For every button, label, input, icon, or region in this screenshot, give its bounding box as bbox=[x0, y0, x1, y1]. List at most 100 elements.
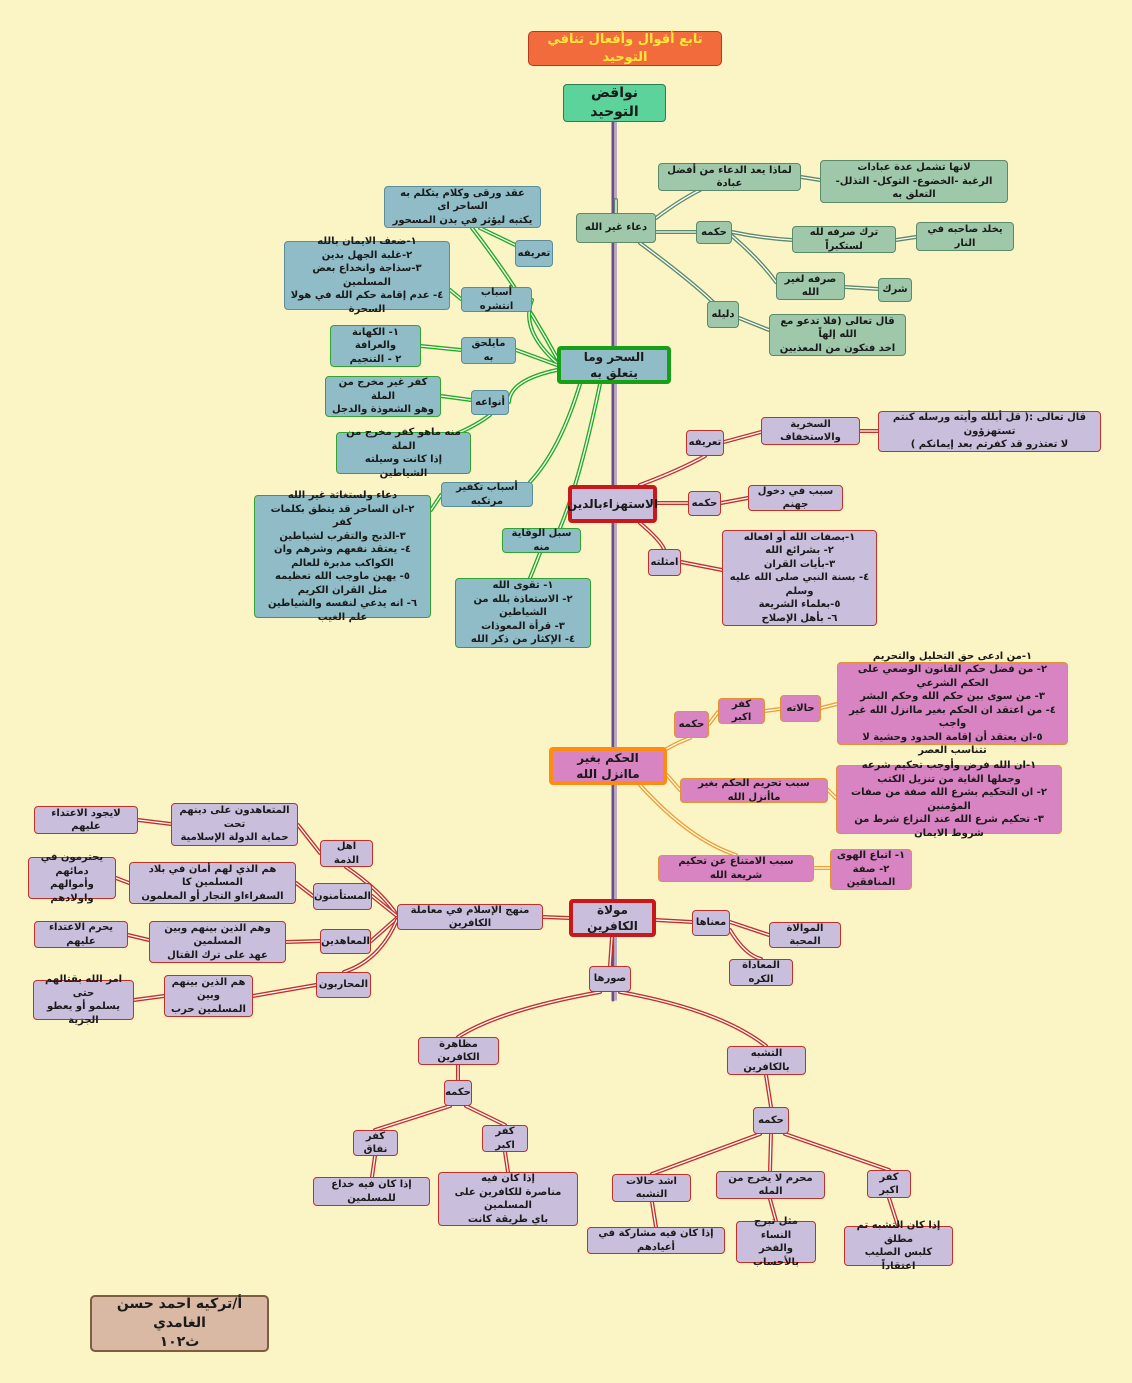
istihza-definition: تعريفه bbox=[686, 430, 724, 456]
edge-muw-ma2-inner bbox=[285, 940, 321, 943]
tashabbuh-node: التشبه بالكافرين bbox=[727, 1046, 806, 1075]
edge-sihr-prot-inner bbox=[559, 383, 601, 529]
dua-ruling-2-result: شرك bbox=[878, 278, 912, 302]
edge-dua-r1r-inner bbox=[895, 236, 917, 241]
edge-muw-tash-k2-inner bbox=[888, 1197, 899, 1227]
edge-muw-mud bbox=[456, 990, 602, 1039]
forms-node: صورها bbox=[589, 966, 631, 992]
edge-muw-mud-n2-inner bbox=[371, 1155, 376, 1178]
hukm-node: الحكم بغير ماانزل الله bbox=[549, 747, 667, 785]
hukm-prohibition-text: ١-ان الله فرض وأوجب تحكيم شرعه وجعلها ال… bbox=[836, 760, 1062, 839]
dua-node: دعاء غير الله bbox=[576, 213, 656, 243]
istihza-node: الاستهزاءبالدين bbox=[567, 485, 658, 523]
istihza-examples-text: ١-بصفات الله أو افعاله ٢- بشرائع الله ٣-… bbox=[722, 530, 877, 626]
edge-sihr-types bbox=[507, 368, 559, 404]
mudhahara-ruling: حكمه bbox=[444, 1080, 472, 1106]
hukm-cases: حالاته bbox=[780, 695, 821, 722]
hukm-prohibition: سبب تحريم الحكم بغير ماأنزل الله bbox=[680, 778, 828, 803]
edge-ist-def-inner bbox=[639, 455, 706, 486]
mudhahara-kufr: كفر اكبر bbox=[482, 1125, 528, 1152]
sihr-related-text: ١- الكهانة والعرافة ٢ - التنجيم bbox=[330, 325, 421, 367]
edge-sihr-related-inner bbox=[515, 349, 558, 366]
sihr-definition-text: عقد ورقى وكلام يتكلم به الساحر اى يكتبه … bbox=[384, 186, 541, 228]
istihza-examples: امثلته bbox=[648, 549, 681, 576]
sihr-spread: أسباب انتشره bbox=[461, 287, 532, 312]
muwalat-approach: منهج الإسلام في معاملة الكافرين bbox=[397, 904, 543, 930]
edge-hukm-kufr-inner bbox=[708, 711, 719, 725]
istihza-verse: قال تعالى :( قل أبلله وأيته ورسله كنتم ت… bbox=[878, 411, 1101, 452]
dua-evidence: دليله bbox=[707, 301, 739, 328]
muharibun-node: المحاربون bbox=[316, 972, 371, 998]
muharibun-rule: امر الله بقتالهم حتى يسلمو أو يعطو الجزي… bbox=[33, 974, 134, 1026]
sihr-type-2: منه ماهو كفر مخرج من الملة إذا كانت وسيل… bbox=[336, 427, 471, 479]
edge-muw-ha2-inner bbox=[252, 984, 317, 997]
mustaminun-rule: يحترمون في دمائهم وأموالهم واولادهم bbox=[28, 852, 116, 904]
edge-muw-mean2-inner bbox=[729, 929, 762, 960]
edge-hukm-proh2-inner bbox=[827, 789, 837, 799]
dua-why: لماذا يعد الدعاء من أفضل عبادة bbox=[658, 163, 801, 191]
edge-muw-tash-inner bbox=[619, 991, 767, 1047]
dhimma-node: اهل الذمة bbox=[320, 840, 373, 867]
edge-hukm-cases-inner bbox=[764, 708, 781, 712]
edge-sihr-causes bbox=[528, 382, 582, 484]
edge-muw-tash-r-inner bbox=[765, 1074, 772, 1108]
sihr-kufr-causes-text: دعاء ولستغاثة غير الله ٢-ان الساحر قد يت… bbox=[254, 490, 431, 623]
sihr-types: أنواعه bbox=[471, 390, 509, 415]
dua-ruling: حكمه bbox=[696, 221, 732, 244]
muwalat-meaning-1: الموالاة المحبة bbox=[769, 922, 841, 948]
sihr-definition: تعريفه bbox=[515, 240, 553, 267]
istihza-ruling: حكمه bbox=[688, 491, 721, 516]
edge-muw-mu3-inner bbox=[115, 877, 130, 884]
edge-dua-r2-inner bbox=[731, 235, 777, 283]
hukm-refusal: سبب الامتناع عن تحكيم شريعة الله bbox=[658, 855, 814, 882]
muahidun-node: المعاهدين bbox=[320, 929, 371, 954]
edge-sihr-spread2-inner bbox=[449, 289, 462, 300]
hukm-ruling: حكمه bbox=[674, 711, 709, 738]
author-credit: أ/تركيه احمد حسن الغامدي ث١٠٢ bbox=[90, 1295, 269, 1352]
page-title: تابع أقوال وأفعال تنافي التوحيد bbox=[528, 31, 722, 66]
mudhahara-nifaq: كفر نفاق bbox=[353, 1130, 398, 1156]
edge-muw-mean2 bbox=[728, 928, 763, 961]
edge-ist-ex2-inner bbox=[680, 561, 723, 571]
edge-muw-mu-inner bbox=[371, 895, 398, 917]
tashabbuh-ruling: حكمه bbox=[753, 1107, 789, 1134]
muahidun-definition: وهم الذين بينهم وبين المسلمين عهد على تر… bbox=[149, 921, 286, 963]
edge-muw-mud-k2-inner bbox=[504, 1151, 509, 1173]
edge-sihr-type1-inner bbox=[440, 395, 472, 401]
edge-muw-ma-inner bbox=[370, 917, 398, 942]
tashabbuh-haram-text: مثل تبرج النساء والفخر بالأحساب bbox=[736, 1216, 816, 1268]
edge-muw-appr-inner bbox=[542, 916, 570, 919]
tashabbuh-haram: محرم لا يخرج من المله bbox=[716, 1171, 825, 1199]
edge-muw-tash-k-inner bbox=[784, 1133, 890, 1171]
sihr-node: السحر وما يتعلق به bbox=[557, 346, 671, 384]
dhimma-definition: المتعاهدون على دينهم تحت حماية الدولة ال… bbox=[171, 803, 298, 846]
mudhahara-kufr-text: إذا كان فيه مناصرة للكافرين على المسلمين… bbox=[438, 1172, 578, 1226]
edge-dua-r2r-inner bbox=[844, 286, 879, 290]
hukm-refusal-text: ١- اتباع الهوى ٢- صفة المنافقين bbox=[830, 849, 912, 890]
edge-muw-mu2-inner bbox=[295, 882, 314, 897]
root-node: نواقض التوحيد bbox=[563, 84, 666, 122]
hukm-kufr: كفر اكبر bbox=[718, 698, 765, 724]
edge-muw-dh3-inner bbox=[137, 819, 172, 825]
dua-ruling-2: صرفه لغير الله bbox=[776, 272, 845, 300]
edge-muw-mean-inner bbox=[655, 919, 693, 923]
edge-hukm-proh-inner bbox=[666, 774, 681, 791]
edge-muw-forms-inner bbox=[609, 936, 613, 967]
edge-muw-mud-k-inner bbox=[465, 1105, 506, 1126]
sihr-protection-text: ١- تقوى الله ٢- الاستعاذة بلله من الشياط… bbox=[455, 578, 591, 648]
dua-evidence-text: قال تعالى (فلا تدعو مع الله إلهاً اخد فت… bbox=[769, 314, 906, 356]
edge-sihr-related2-inner bbox=[420, 345, 462, 351]
edge-dua-evi-text-inner bbox=[738, 317, 770, 331]
edge-muw-tash-w2-inner bbox=[651, 1201, 657, 1228]
edge-muw-ha-inner bbox=[343, 919, 398, 973]
istihza-definition-text: السخرية والاستخفاف bbox=[761, 417, 860, 445]
sihr-spread-text: ١-ضعف الايمان بالله ٢-غلبة الجهل بدين ٣-… bbox=[284, 236, 450, 315]
edge-dua-why-answer-inner bbox=[800, 176, 821, 181]
edge-muw-ma3-inner bbox=[127, 934, 150, 941]
sihr-related: مايلحق به bbox=[461, 337, 516, 364]
tashabbuh-worst-text: إذا كان فيه مشاركة في أعيادهم bbox=[587, 1227, 725, 1254]
sihr-kufr-causes: أسباب تكفير مرتكبه bbox=[441, 482, 533, 507]
edge-hukm-cases2-inner bbox=[820, 703, 838, 709]
edge-muw-tash-h-inner bbox=[769, 1133, 772, 1172]
